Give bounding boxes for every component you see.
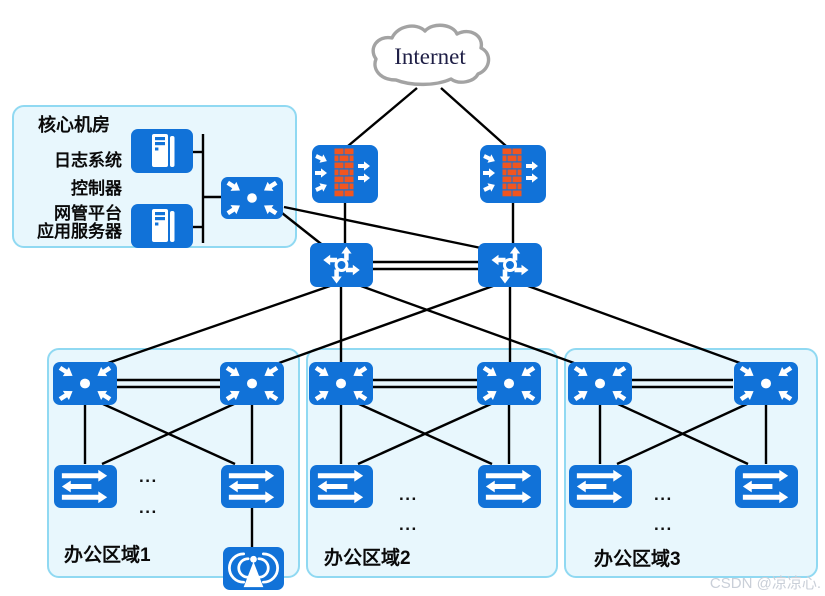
core-switch-right-icon (478, 243, 542, 287)
internet-links (347, 87, 507, 147)
office2-access-switch-left-icon (310, 465, 373, 508)
office2-links (339, 378, 511, 466)
app-server-icon (131, 204, 193, 248)
office2-agg-switch-left-icon (309, 362, 373, 405)
office1-access-switch-right-icon (221, 465, 284, 508)
office1-agg-switch-left-icon (53, 362, 117, 405)
office2-more-dots-2: ... (399, 515, 418, 534)
firewall-left-icon (312, 145, 378, 203)
office1-agg-switch-right-icon (220, 362, 284, 405)
office3-access-switch-right-icon (735, 465, 798, 508)
office-area-2-label: 办公区域2 (324, 548, 411, 569)
core-to-aggregation-links (107, 284, 741, 365)
firewall-right-icon (480, 145, 546, 203)
mgmt-switch-icon (221, 177, 283, 219)
core-room-links (192, 134, 482, 250)
office1-links (83, 378, 254, 549)
office2-agg-switch-right-icon (477, 362, 541, 405)
office-area-1-label: 办公区域1 (64, 545, 151, 566)
internet-label: Internet (394, 44, 466, 69)
office3-more-dots-1: ... (654, 485, 673, 504)
core-room-title: 核心机房 (38, 115, 110, 135)
office1-more-dots-1: ... (139, 467, 158, 486)
core-room-label-ctrl: 控制器 (71, 179, 122, 198)
office1-access-switch-left-icon (54, 465, 117, 508)
internet-cloud-icon (371, 23, 491, 87)
wireless-ap-icon (223, 547, 284, 590)
watermark: CSDN @凉凉心. (709, 575, 821, 592)
core-room-label-nms: 网管平台 (54, 204, 122, 223)
office2-access-switch-right-icon (478, 465, 541, 508)
firewall-core-links (343, 203, 515, 245)
office1-more-dots-2: ... (139, 498, 158, 517)
office3-agg-switch-left-icon (568, 362, 632, 405)
office2-more-dots-1: ... (399, 485, 418, 504)
office3-links (598, 378, 768, 466)
office3-more-dots-2: ... (654, 515, 673, 534)
core-room-label-app: 应用服务器 (37, 222, 122, 241)
core-interconnect (373, 260, 478, 271)
core-switch-left-icon (310, 243, 373, 287)
log-system-server-icon (131, 129, 193, 173)
office3-agg-switch-right-icon (734, 362, 798, 405)
office3-access-switch-left-icon (569, 465, 632, 508)
office-area-3-label: 办公区域3 (594, 549, 681, 570)
core-room-label-log: 日志系统 (54, 151, 122, 170)
